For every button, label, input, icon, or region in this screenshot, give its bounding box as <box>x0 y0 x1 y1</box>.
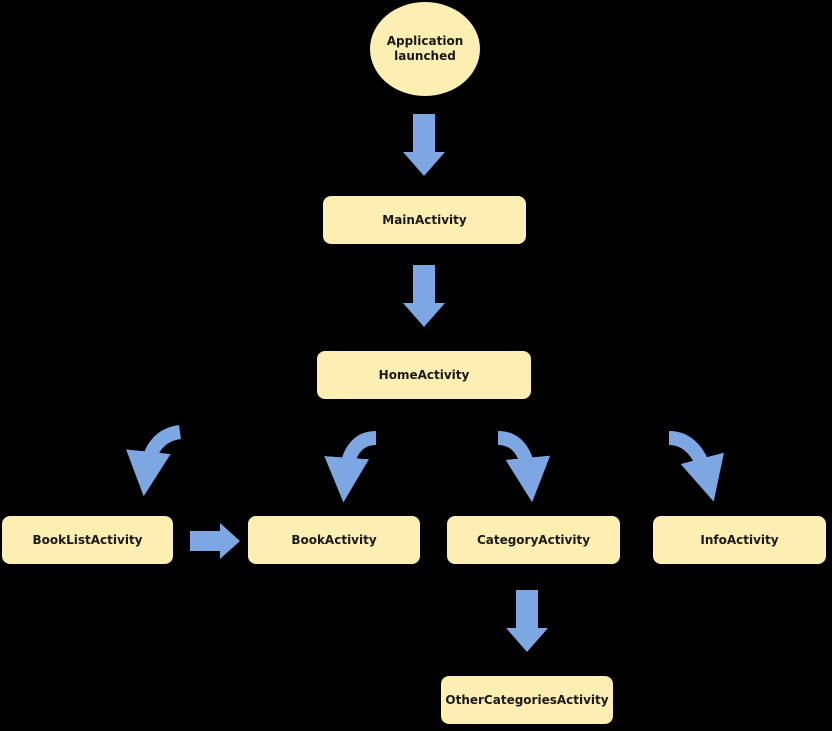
arrow-main-to-home <box>403 265 445 327</box>
node-category-activity: CategoryActivity <box>447 516 620 564</box>
arrow-start-to-main <box>403 114 445 176</box>
node-info-activity: InfoActivity <box>653 516 826 564</box>
arrow-home-to-info <box>668 431 724 502</box>
arrow-home-to-category <box>497 431 551 503</box>
node-book-activity: BookActivity <box>248 516 420 564</box>
arrow-home-to-book <box>324 431 377 503</box>
node-othercategories-activity: OtherCategoriesActivity <box>441 676 613 724</box>
arrow-category-to-othercategories <box>506 590 548 652</box>
start-node-line2: launched <box>394 49 456 63</box>
node-booklist-activity: BookListActivity <box>2 516 173 564</box>
arrow-home-to-booklist <box>126 425 182 497</box>
start-node-application-launched: Application launched <box>370 2 480 96</box>
node-main-activity: MainActivity <box>323 196 526 244</box>
arrow-booklist-to-book <box>190 523 240 559</box>
start-node-line1: Application <box>386 34 464 48</box>
node-home-activity: HomeActivity <box>317 351 531 399</box>
